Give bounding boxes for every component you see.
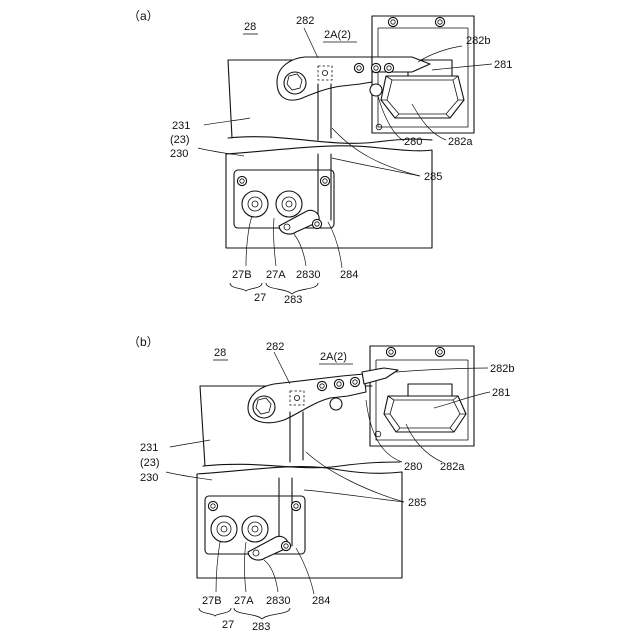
box-2A-a (372, 16, 474, 133)
label-27-b: 27 (222, 619, 234, 631)
label-280-a: 280 (404, 136, 422, 148)
label-28-b: 28 (214, 347, 226, 359)
label-282-b: 282 (266, 341, 284, 353)
box-screws-b (375, 347, 444, 436)
label-284-b: 284 (312, 595, 330, 607)
pivot-280-a (370, 84, 382, 96)
label-231-b: 231 (140, 442, 158, 454)
roller-unit-b (205, 496, 305, 560)
link-285-a (318, 84, 331, 220)
component-281-b (384, 384, 466, 432)
label-28-a: 28 (244, 21, 256, 33)
label-282-a: 282 (296, 15, 314, 27)
label-283-b: 283 (252, 621, 270, 633)
label-23-a: (23) (170, 134, 190, 146)
label-2830-b: 2830 (266, 595, 290, 607)
box-screws-a (376, 17, 444, 129)
panel-b: （b） (128, 335, 514, 633)
label-27B-b: 27B (202, 595, 222, 607)
label-2830-a: 2830 (296, 269, 320, 281)
label-280-b: 280 (404, 461, 422, 473)
panel-a-label: （a） (128, 9, 159, 23)
panel-b-label: （b） (128, 335, 159, 349)
label-284-a: 284 (340, 269, 358, 281)
label-285-b: 285 (408, 497, 426, 509)
label-23-b: (23) (140, 457, 160, 469)
label-230-a: 230 (170, 148, 188, 160)
label-27-a: 27 (254, 292, 266, 304)
label-27B-a: 27B (232, 269, 252, 281)
label-281-a: 281 (494, 59, 512, 71)
label-2A-b: 2A(2) (320, 351, 347, 363)
label-27A-b: 27A (234, 595, 254, 607)
lever-tip-282b-b (362, 368, 398, 384)
label-282a-a: 282a (448, 136, 473, 148)
label-281-b: 281 (492, 387, 510, 399)
hex-bolt-b (253, 396, 275, 418)
label-231-a: 231 (172, 120, 190, 132)
roller-unit-a (234, 170, 334, 234)
label-282a-b: 282a (440, 461, 465, 473)
label-27A-a: 27A (266, 269, 286, 281)
rivets-a (354, 63, 393, 72)
hex-bolt-a (284, 72, 306, 94)
label-282b-b: 282b (490, 363, 514, 375)
label-282b-a: 282b (466, 35, 490, 47)
panel-a: （a） (128, 9, 512, 306)
label-2A-a: 2A(2) (324, 29, 351, 41)
label-230-b: 230 (140, 472, 158, 484)
pivot-280-b (330, 398, 342, 410)
label-285-a: 285 (424, 171, 442, 183)
label-283-a: 283 (284, 294, 302, 306)
link-285-b (279, 412, 303, 546)
